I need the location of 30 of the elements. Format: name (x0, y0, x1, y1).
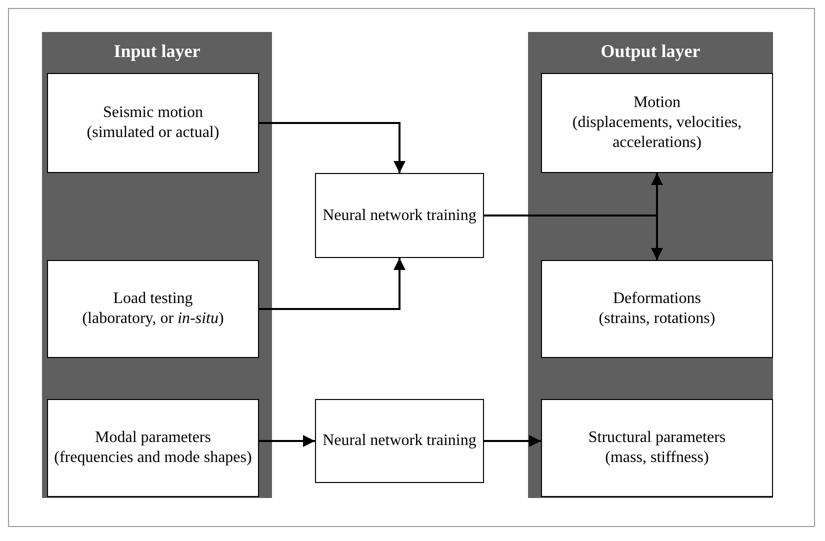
arrow (259, 435, 315, 447)
layer-panel (42, 32, 272, 498)
box-text: Structural parameters (588, 428, 726, 448)
box-text: Seismic motion (103, 103, 203, 123)
box-text: Modal parameters (95, 428, 211, 448)
process-box (47, 260, 259, 358)
panel-heading: Input layer (112, 40, 202, 62)
arrow (259, 122, 406, 173)
panel-heading: Output layer (600, 40, 702, 62)
box-text: Load testing (113, 289, 193, 309)
box-text: Neural network training (322, 206, 476, 226)
arrow (259, 258, 406, 310)
arrow (484, 435, 541, 447)
process-box (47, 399, 259, 497)
box-text: Deformations (613, 289, 701, 309)
process-box (315, 399, 484, 483)
process-box (315, 173, 484, 258)
box-text: Motion (633, 93, 681, 113)
process-box (541, 399, 773, 497)
process-box (47, 73, 259, 173)
box-text: Neural network training (322, 431, 476, 451)
box-text: (laboratory, or in-situ) (82, 309, 224, 329)
box-text: (displacements, velocities, accelerations) (571, 113, 743, 153)
box-text: (strains, rotations) (598, 309, 716, 329)
box-text: (frequencies and mode shapes) (54, 448, 252, 468)
box-text: (mass, stiffness) (605, 448, 709, 468)
process-box (541, 260, 773, 358)
box-text: (simulated or actual) (86, 123, 220, 143)
layer-panel (528, 32, 773, 498)
process-box (541, 73, 773, 173)
